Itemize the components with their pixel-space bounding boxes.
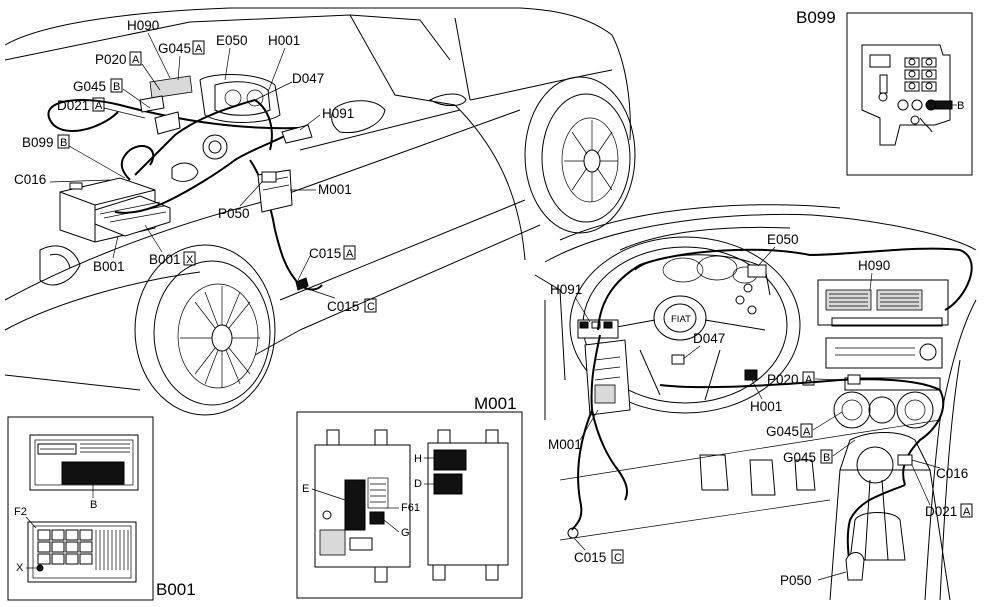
inset-m001-pin-g: G [401, 527, 410, 539]
dash-label-c015-c: C015 [574, 550, 606, 565]
label-d021-a: D021 [57, 98, 89, 113]
dash-label-d021-a: D021 [925, 504, 957, 519]
label-g045-b: G045 [73, 79, 106, 94]
label-h090: H090 [127, 18, 159, 33]
label-g045-a: G045 [158, 41, 191, 56]
label-g045-b-box: B [113, 81, 120, 93]
inset-m001-title: M001 [474, 394, 517, 413]
dash-label-g045-a: G045 [766, 424, 799, 439]
label-p020-a-box: A [132, 54, 140, 66]
label-d021-a-box: A [95, 100, 103, 112]
label-g045-a-box: A [195, 43, 203, 55]
label-b099-b: B099 [22, 135, 54, 150]
inset-b001-title: B001 [156, 580, 196, 599]
dash-label-e050: E050 [767, 232, 799, 247]
rear-wheel-drawing [524, 76, 636, 234]
front-wheel-drawing [134, 244, 276, 416]
label-h091: H091 [322, 106, 354, 121]
label-h001: H001 [268, 33, 300, 48]
label-e050: E050 [216, 33, 248, 48]
inset-m001: M001 E F61 G H D [296, 394, 523, 599]
label-b099-b-box: B [60, 137, 67, 149]
inset-b001-pin-f2: F2 [14, 506, 27, 518]
label-m001: M001 [318, 182, 352, 197]
inset-b099-title: B099 [796, 8, 836, 27]
label-p020-a: P020 [95, 52, 127, 67]
label-b001-x-box: X [186, 254, 194, 266]
dash-label-p020-a-box: A [805, 374, 813, 386]
label-c015-a-box: A [346, 248, 354, 260]
dashboard-view: FIAT [534, 204, 977, 601]
dash-label-g045-b-box: B [823, 452, 830, 464]
label-b001-x: B001 [149, 252, 181, 267]
inset-b001-pin-b: B [90, 499, 97, 511]
dash-label-h090: H090 [858, 258, 890, 273]
inset-b001: B001 B F2 X [7, 416, 196, 601]
dash-label-p020-a: P020 [767, 372, 799, 387]
inset-m001-pin-h: H [414, 453, 422, 465]
label-c016: C016 [14, 172, 46, 187]
dash-label-c016: C016 [936, 466, 968, 481]
dash-label-c015-c-box: C [614, 552, 622, 564]
inset-m001-pin-d: D [414, 478, 422, 490]
label-c015-c-box: C [367, 301, 375, 313]
fiat-badge-text: FIAT [671, 314, 691, 325]
dashboard-labels: E050 H090 H091 D047 P020 A H001 G045 A M… [548, 232, 973, 588]
inset-b099-pin-b: B [957, 100, 964, 112]
car-side-labels: H090 G045 A E050 H001 P020 A G045 B D047… [14, 18, 377, 314]
inset-b001-pin-x: X [16, 562, 24, 574]
dash-label-m001: M001 [548, 437, 582, 452]
label-p050: P050 [218, 206, 250, 221]
label-b001: B001 [93, 259, 125, 274]
inset-b099: B099 B [796, 8, 973, 176]
label-c015-a: C015 [309, 246, 341, 261]
dash-label-p050: P050 [780, 573, 812, 588]
dash-label-g045-b: G045 [783, 450, 816, 465]
dash-label-h091: H091 [550, 282, 582, 297]
dash-label-d047: D047 [693, 331, 725, 346]
dash-label-d021-a-box: A [963, 506, 971, 518]
dash-label-g045-a-box: A [803, 426, 811, 438]
label-d047: D047 [292, 71, 324, 86]
inset-m001-pin-e: E [302, 483, 309, 495]
inset-m001-pin-f61: F61 [401, 502, 420, 514]
dash-label-h001: H001 [750, 399, 782, 414]
car-side-view [4, 7, 636, 416]
label-c015-c: C015 [327, 299, 359, 314]
